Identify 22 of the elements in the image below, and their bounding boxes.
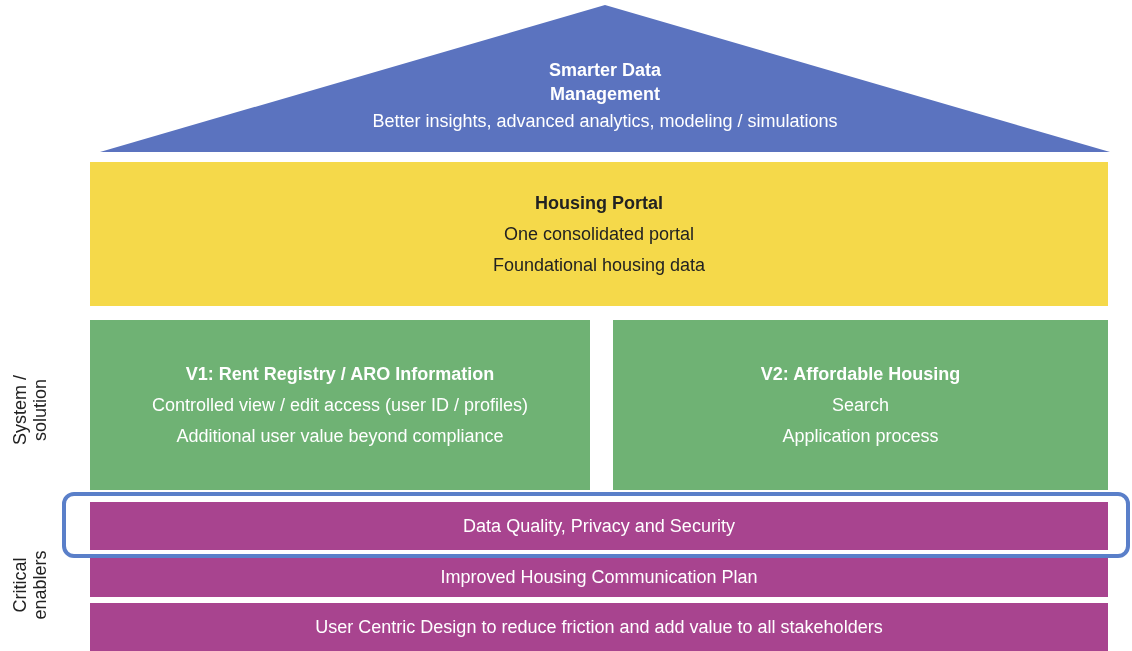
heading: Housing Portal <box>535 191 663 215</box>
portal-band <box>90 162 1108 306</box>
description-text: Improved Housing Communication Plan <box>440 565 758 589</box>
description-text: Better insights, advanced analytics, modeling / simulations <box>372 110 838 133</box>
heading: Smarter Data Management <box>547 59 663 106</box>
row-label: System / solution <box>10 374 50 447</box>
description-text: Application process <box>782 424 939 448</box>
heading: V1: Rent Registry / ARO Information <box>185 362 495 386</box>
solution-box <box>613 320 1108 490</box>
row-label: Critical enablers <box>10 549 50 622</box>
description-text: Controlled view / edit access (user ID / profiles) <box>151 393 529 417</box>
description-text: One consolidated portal <box>503 222 695 246</box>
description-text: Additional user value beyond compliance <box>176 424 504 448</box>
enabler-band <box>90 603 1108 651</box>
description-text: User Centric Design to reduce friction and add value to all stakeholders <box>315 615 883 639</box>
heading: V2: Affordable Housing <box>760 362 961 386</box>
description-text: Foundational housing data <box>492 253 706 277</box>
description-text: Data Quality, Privacy and Security <box>463 514 735 538</box>
solution-box <box>90 320 590 490</box>
description-text: Search <box>831 393 889 417</box>
enabler-band <box>90 502 1108 550</box>
enabler-band <box>90 557 1108 597</box>
